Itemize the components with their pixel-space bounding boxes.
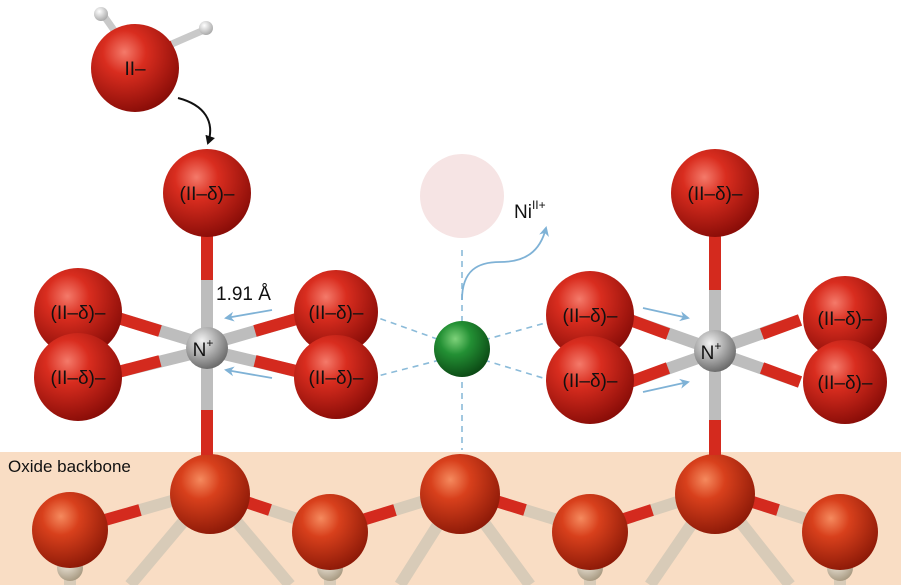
metal-atom <box>694 330 736 372</box>
contraction-arrow <box>224 366 273 379</box>
water-oxygen-label: II– <box>124 59 146 80</box>
oxygen-label: (II–δ)– <box>51 368 106 389</box>
oxygen-atom <box>34 268 122 356</box>
right-octahedron: (II–δ)– (II–δ)– (II–δ)– (II–δ)– (II–δ)– … <box>546 149 887 424</box>
apical-oxygen-atom <box>163 149 251 237</box>
bond-length-label: 1.91 Å <box>216 284 271 305</box>
oxygen-atom <box>546 271 634 359</box>
oxygen-label: (II–δ)– <box>818 309 873 330</box>
oxygen-atom <box>294 335 378 419</box>
water-oxygen-atom <box>91 24 179 112</box>
adsorption-arrow <box>177 97 215 145</box>
water-hydrogen-atom <box>94 7 108 21</box>
oxygen-label: (II–δ)– <box>563 371 618 392</box>
oxygen-label: (II–δ)– <box>309 368 364 389</box>
contraction-arrow <box>642 307 690 322</box>
metal-label: N+ <box>701 339 722 364</box>
nickel-atom <box>434 321 490 377</box>
oxygen-atom <box>803 276 887 360</box>
backbone-label: Oxide backbone <box>8 457 131 476</box>
oxygen-atom <box>294 270 378 354</box>
apical-oxygen-atom <box>671 149 759 237</box>
apical-oxygen-label: (II–δ)– <box>180 184 235 205</box>
oxygen-label: (II–δ)– <box>309 303 364 324</box>
contraction-arrow <box>224 309 273 322</box>
contraction-arrow <box>642 378 690 393</box>
oxygen-label: (II–δ)– <box>51 303 106 324</box>
water-molecule: II– <box>91 7 213 112</box>
vacancy-site <box>420 154 504 238</box>
oxygen-atom <box>803 340 887 424</box>
apical-oxygen-label: (II–δ)– <box>688 184 743 205</box>
backbone-oxygens <box>32 454 878 570</box>
oxygen-atom <box>34 333 122 421</box>
oxygen-atom <box>546 336 634 424</box>
ni-leaching-arrow <box>461 226 549 301</box>
left-octahedron: (II–δ)– (II–δ)– (II–δ)– (II–δ)– (II–δ)– … <box>34 149 378 421</box>
metal-label: N+ <box>193 336 214 361</box>
water-hydrogen-atom <box>199 21 213 35</box>
oxygen-label: (II–δ)– <box>818 373 873 394</box>
metal-atom <box>186 327 228 369</box>
ni-ion-label: NiII+ <box>514 198 546 223</box>
oxygen-label: (II–δ)– <box>563 306 618 327</box>
